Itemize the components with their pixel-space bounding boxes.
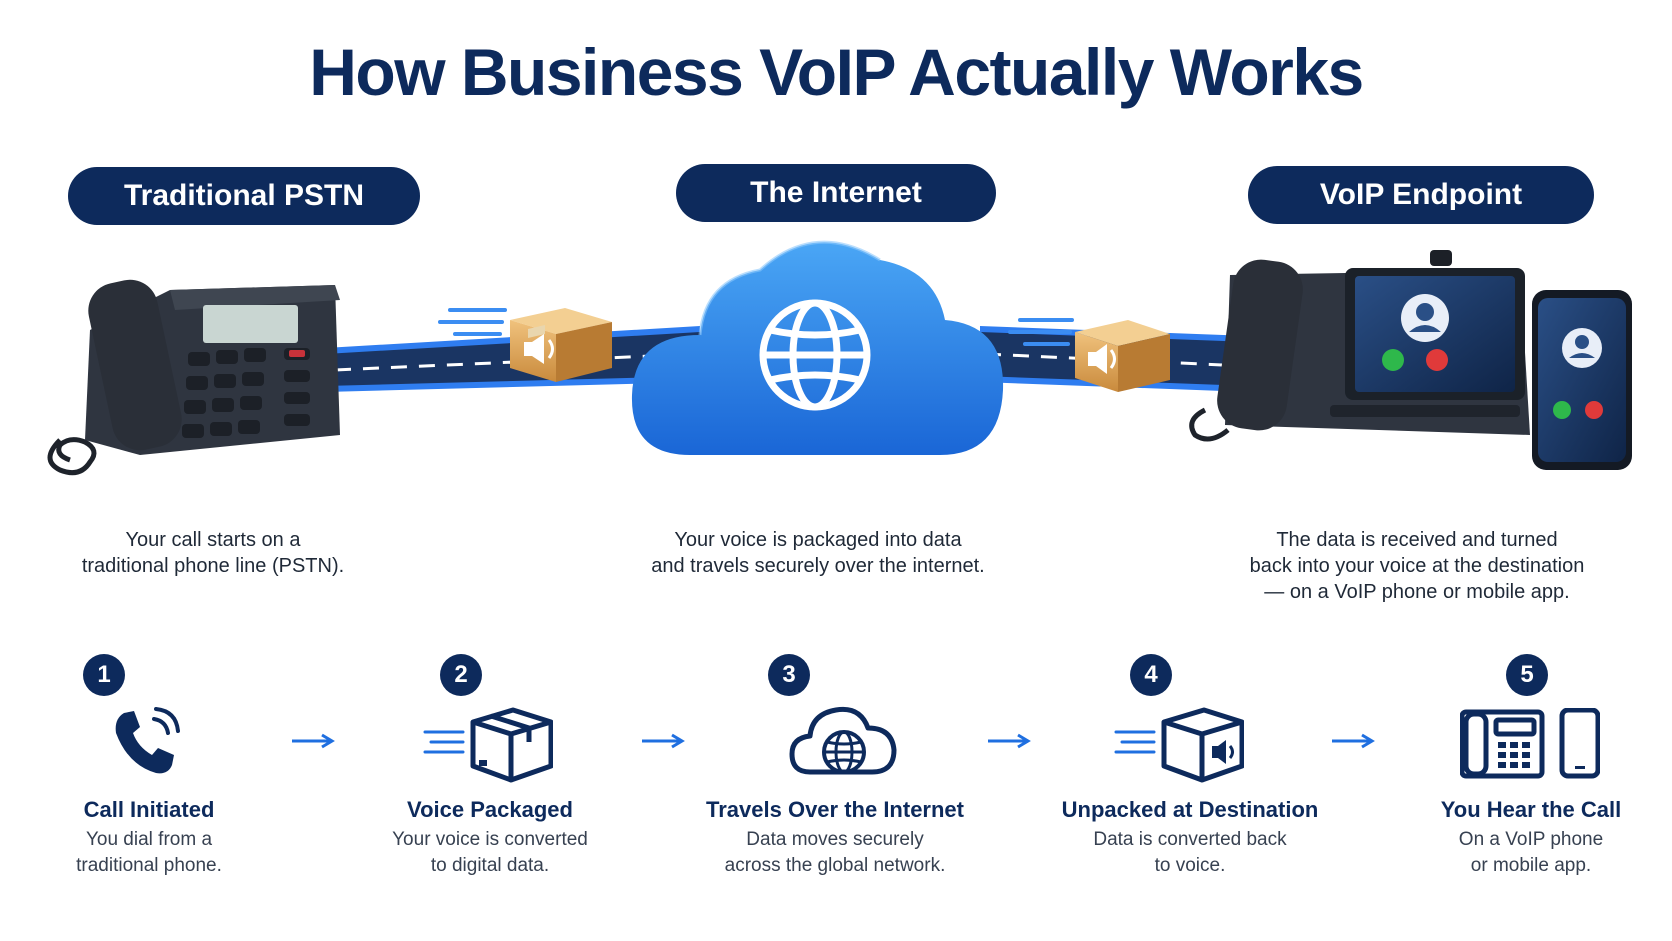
label-voip-endpoint: VoIP Endpoint — [1248, 166, 1594, 224]
mobile-phone — [1532, 290, 1632, 470]
arrow-right-icon — [988, 733, 1031, 749]
label-traditional-pstn: Traditional PSTN — [68, 167, 420, 225]
step-3-desc-line-1: Data moves securely — [746, 829, 924, 850]
step-5-title: You Hear the Call — [1440, 797, 1622, 822]
step-3-title: Travels Over the Internet — [706, 797, 964, 822]
arrow-right-icon — [1332, 733, 1375, 749]
desc-voip-endpoint-line-1: The data is received and turned — [1276, 529, 1558, 551]
desc-voip-endpoint-line-3: — on a VoIP phone or mobile app. — [1264, 581, 1570, 603]
step-3-desc: Data moves securely across the global ne… — [685, 827, 985, 879]
step-2-desc-line-1: Your voice is converted — [392, 829, 588, 850]
internet-cloud — [631, 240, 1004, 455]
step-3-badge: 3 — [768, 654, 810, 696]
package-icon — [423, 707, 553, 783]
voice-package-right — [1075, 320, 1170, 392]
step-5-desc: On a VoIP phone or mobile app. — [1381, 827, 1672, 879]
desc-the-internet: Your voice is packaged into data and tra… — [608, 527, 1028, 579]
step-1-desc-line-1: You dial from a — [85, 829, 213, 850]
step-2-title: Voice Packaged — [407, 797, 573, 822]
step-1-badge: 1 — [83, 654, 125, 696]
step-4-desc-line-2: to voice. — [1154, 855, 1226, 876]
step-3-desc-line-2: across the global network. — [724, 855, 946, 876]
desc-traditional-pstn-line-1: Your call starts on a — [125, 529, 301, 551]
step-1-desc: You dial from a traditional phone. — [0, 827, 299, 879]
arrow-right-icon — [642, 733, 685, 749]
phone-call-icon — [115, 707, 180, 774]
desc-the-internet-line-2: and travels securely over the internet. — [651, 555, 985, 577]
desc-voip-endpoint: The data is received and turned back int… — [1222, 527, 1612, 605]
desc-traditional-pstn: Your call starts on a traditional phone … — [48, 527, 378, 579]
step-4-badge: 4 — [1130, 654, 1172, 696]
step-1-desc-line-2: traditional phone. — [76, 855, 222, 876]
step-2-badge: 2 — [440, 654, 482, 696]
step-5-desc-line-1: On a VoIP phone — [1458, 829, 1604, 850]
desc-the-internet-line-1: Your voice is packaged into data — [674, 529, 962, 551]
traditional-desk-phone — [47, 279, 340, 476]
voip-illustration — [47, 240, 1632, 476]
step-4-desc: Data is converted back to voice. — [1040, 827, 1340, 879]
step-2-desc: Your voice is converted to digital data. — [340, 827, 640, 879]
package-audio-icon — [1114, 707, 1244, 783]
label-voip-endpoint-text: VoIP Endpoint — [1319, 178, 1523, 211]
label-the-internet: The Internet — [676, 164, 996, 222]
step-5-badge: 5 — [1506, 654, 1548, 696]
step-5-desc-line-2: or mobile app. — [1470, 855, 1592, 876]
label-the-internet-text: The Internet — [750, 176, 922, 209]
globe-icon — [759, 299, 871, 411]
step-1-title: Call Initiated — [83, 797, 215, 822]
step-4-title: Unpacked at Destination — [1061, 797, 1319, 822]
voip-desk-phone — [1189, 250, 1530, 442]
speed-lines-left — [438, 308, 507, 336]
desc-voip-endpoint-line-2: back into your voice at the destination — [1249, 555, 1585, 577]
voice-package-left — [510, 308, 612, 382]
cloud-globe-icon — [789, 706, 897, 775]
page-title: How Business VoIP Actually Works — [309, 35, 1364, 109]
step-4-desc-line-1: Data is converted back — [1093, 829, 1287, 850]
desk-phone-mobile-icon — [1460, 708, 1600, 779]
step-2-desc-line-2: to digital data. — [430, 855, 550, 876]
label-traditional-pstn-text: Traditional PSTN — [123, 179, 365, 212]
desc-traditional-pstn-line-2: traditional phone line (PSTN). — [81, 555, 345, 577]
speed-lines-right — [1008, 318, 1074, 346]
arrow-right-icon — [292, 733, 335, 749]
